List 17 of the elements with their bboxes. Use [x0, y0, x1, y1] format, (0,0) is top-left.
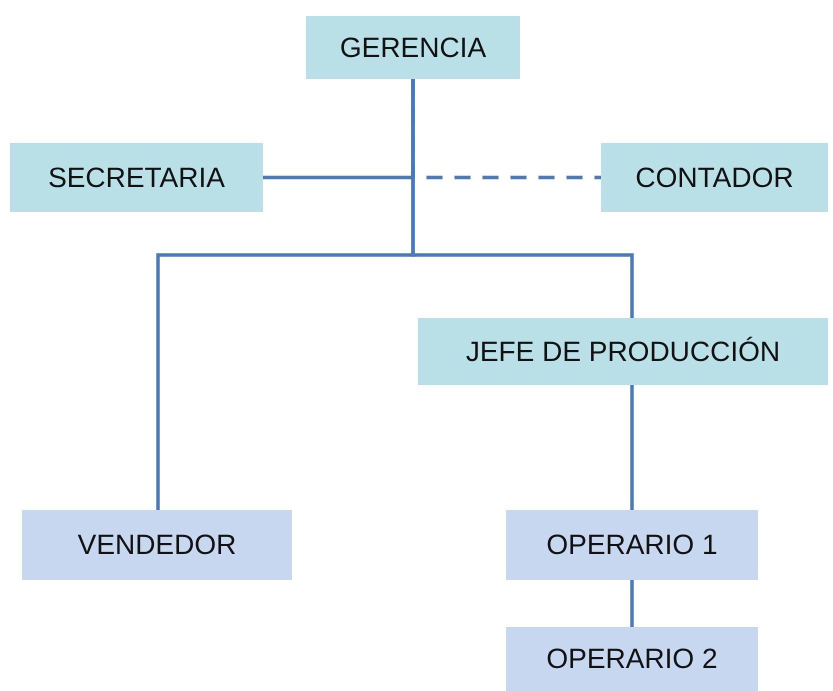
org-box — [306, 16, 520, 79]
org-box — [506, 510, 758, 580]
org-box — [418, 318, 828, 385]
box-label: OPERARIO 2 — [546, 643, 718, 675]
box-label: JEFE DE PRODUCCIÓN — [466, 336, 780, 368]
org-box — [601, 143, 828, 212]
box-label: GERENCIA — [340, 32, 486, 64]
box-label: VENDEDOR — [78, 529, 236, 561]
org-box — [10, 143, 263, 212]
box-label: OPERARIO 1 — [546, 529, 718, 561]
connector-line — [411, 79, 634, 318]
box-label: SECRETARIA — [48, 162, 225, 194]
connector-line — [630, 385, 634, 510]
org-box — [22, 510, 292, 580]
org-box — [506, 627, 758, 691]
box-label: CONTADOR — [635, 162, 794, 194]
connector-line — [630, 580, 634, 627]
